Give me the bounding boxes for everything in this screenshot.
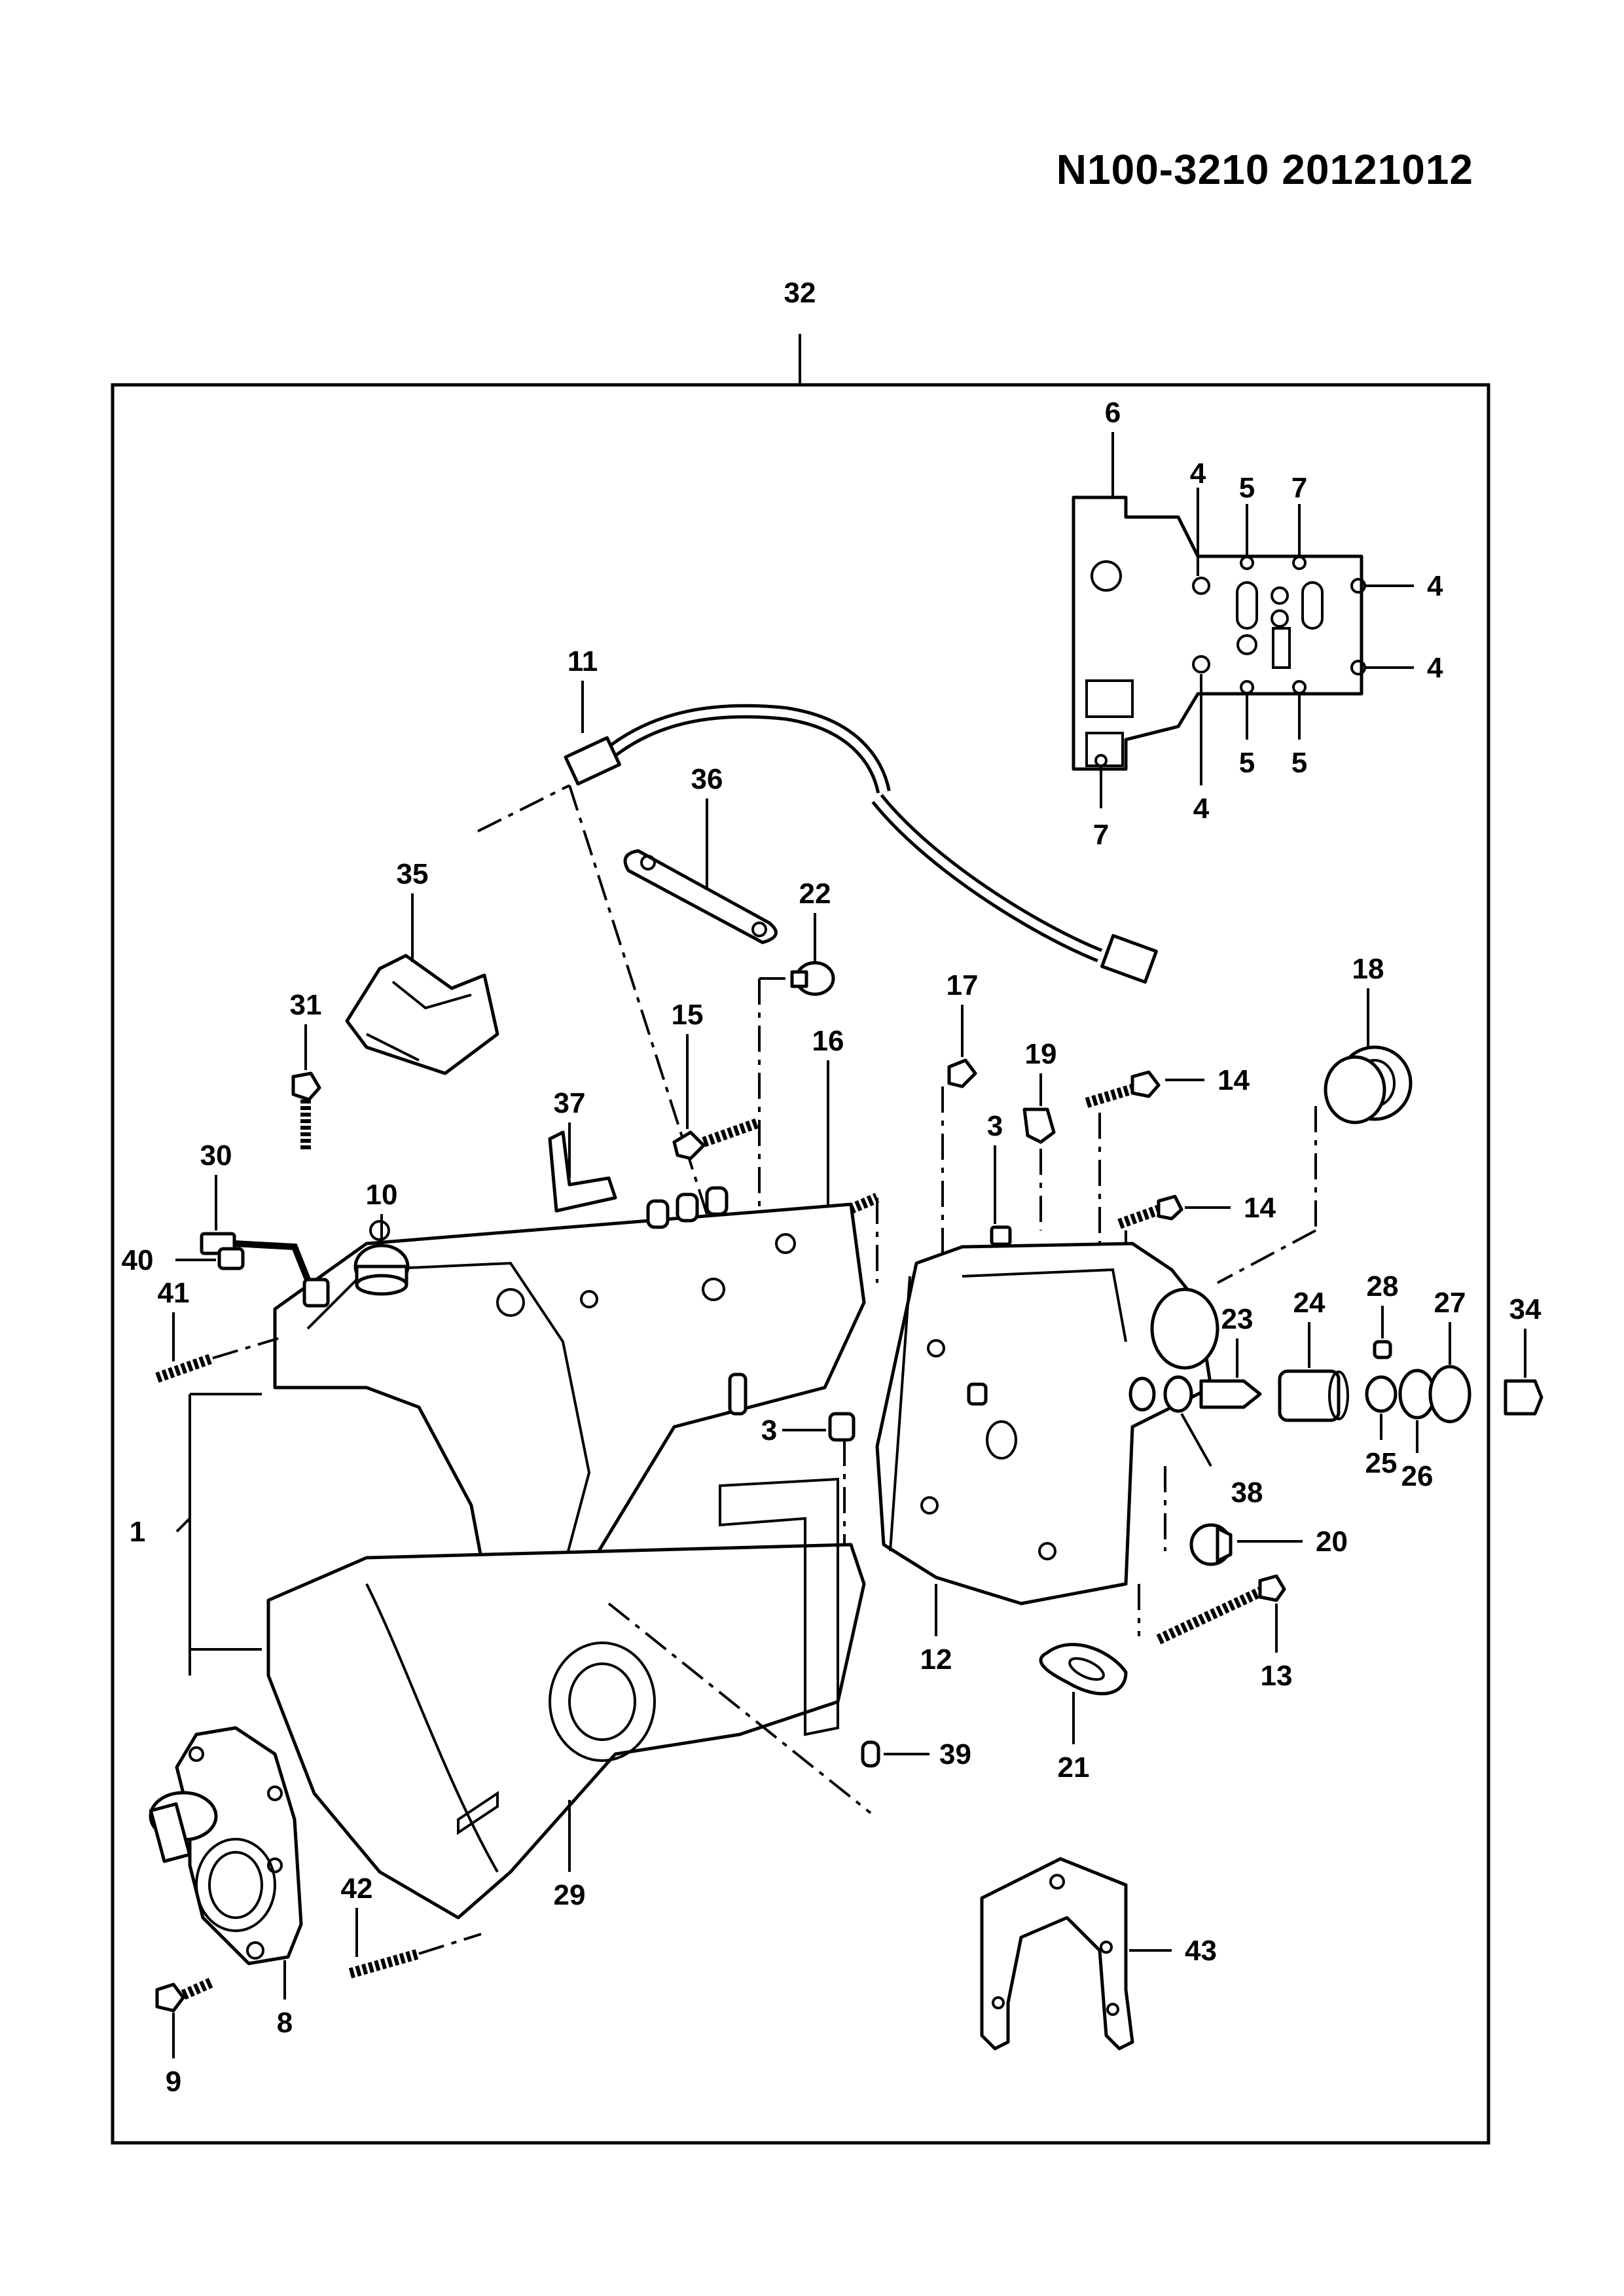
part-39-pin [861, 1740, 880, 1768]
callout-3-a: 3 [987, 1110, 1003, 1142]
part-10-cap [353, 1244, 410, 1296]
callout-13: 13 [1261, 1660, 1293, 1692]
callout-1: 1 [130, 1516, 145, 1548]
part-14b-bolt [1117, 1194, 1183, 1229]
part-23-shaft [1199, 1379, 1262, 1409]
callout-25: 25 [1365, 1447, 1398, 1479]
callout-19: 19 [1025, 1038, 1057, 1070]
callout-39: 39 [939, 1738, 971, 1770]
part-24-sleeve [1278, 1369, 1349, 1422]
callout-12: 12 [920, 1643, 952, 1676]
part-19-plug [1022, 1107, 1056, 1144]
callout-14-b: 14 [1244, 1192, 1276, 1224]
part-31-bolt [291, 1071, 321, 1152]
callout-24: 24 [1293, 1287, 1326, 1319]
callout-16: 16 [812, 1025, 844, 1057]
callout-38: 38 [1231, 1477, 1263, 1509]
callout-18: 18 [1352, 953, 1384, 985]
callout-4-d: 4 [1193, 793, 1210, 825]
callout-23: 23 [1221, 1303, 1254, 1335]
callout-15: 15 [672, 999, 704, 1031]
callout-7-b: 7 [1093, 819, 1109, 851]
part-13-bolt [1156, 1574, 1286, 1645]
callout-4-a: 4 [1190, 457, 1206, 490]
part-3a-dowel [990, 1225, 1012, 1246]
part-38-seal [1128, 1375, 1193, 1413]
callout-40: 40 [122, 1244, 154, 1276]
callout-14-a: 14 [1218, 1064, 1250, 1096]
part-3b-dowel [828, 1412, 856, 1442]
part-11-speedo-cable [564, 704, 1158, 984]
part-34-plug [1504, 1379, 1543, 1416]
part-42-stud [348, 1948, 421, 1979]
callout-36: 36 [691, 763, 723, 795]
callout-37: 37 [554, 1087, 586, 1119]
part-36-plate [623, 849, 778, 944]
callout-9: 9 [166, 2066, 181, 2098]
callout-5-b: 5 [1239, 747, 1255, 779]
callout-43: 43 [1185, 1935, 1217, 1967]
callout-17: 17 [947, 969, 979, 1001]
callout-22: 22 [799, 878, 831, 910]
callout-26: 26 [1401, 1460, 1434, 1492]
callout-29: 29 [554, 1879, 586, 1911]
callout-42: 42 [341, 1873, 373, 1905]
callout-7-a: 7 [1291, 472, 1307, 504]
callout-28: 28 [1367, 1270, 1399, 1302]
callout-11: 11 [568, 645, 598, 677]
callout-30: 30 [200, 1139, 232, 1172]
callout-8: 8 [277, 2007, 293, 2039]
part-17-nut [947, 1058, 977, 1088]
callout-4-b: 4 [1427, 570, 1443, 602]
callout-3-b: 3 [761, 1414, 777, 1446]
part-27-ring [1428, 1365, 1471, 1424]
part-18-seal [1324, 1045, 1413, 1124]
part-16-stud [806, 1193, 880, 1232]
part-15-bolt [672, 1117, 761, 1160]
part-6-shift-block [1072, 495, 1366, 771]
part-1-transmission-case [266, 1186, 866, 1920]
callout-35: 35 [397, 858, 429, 890]
callout-5-c: 5 [1291, 747, 1307, 779]
part-30-sensor [200, 1232, 330, 1308]
part-9-bolt [155, 1977, 215, 2013]
part-40-plug [217, 1247, 245, 1270]
callout-41: 41 [158, 1277, 190, 1309]
part-35-bracket [345, 954, 499, 1075]
document-code: N100-3210 20121012 [1056, 146, 1473, 193]
part-12-extension-housing [875, 1242, 1219, 1605]
callout-20: 20 [1316, 1526, 1348, 1558]
callout-6: 6 [1105, 397, 1121, 429]
callout-31: 31 [290, 989, 322, 1021]
callout-34: 34 [1509, 1293, 1542, 1325]
part-25-bushing [1365, 1375, 1398, 1413]
part-20-mount [1189, 1523, 1233, 1566]
callout-4-c: 4 [1427, 652, 1443, 684]
callout-10: 10 [366, 1179, 398, 1211]
part-21-gasket [1039, 1643, 1128, 1696]
part-43-mount-bracket [980, 1857, 1134, 2051]
callout-27: 27 [1434, 1287, 1466, 1319]
part-37-bracket [548, 1130, 617, 1213]
callout-5-a: 5 [1239, 472, 1255, 504]
part-14a-bolt [1085, 1070, 1161, 1108]
part-28-screw [1373, 1340, 1392, 1359]
part-41-stud [155, 1353, 215, 1383]
part-22-plug [790, 961, 835, 996]
assembly-label: 32 [784, 277, 816, 309]
part-8-front-cover [149, 1726, 303, 1965]
callout-21: 21 [1058, 1751, 1090, 1784]
